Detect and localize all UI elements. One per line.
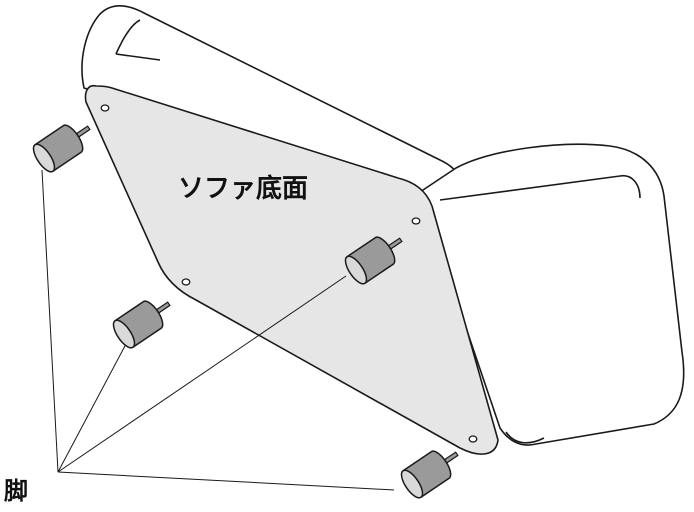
leg-icon bbox=[32, 124, 91, 173]
sofa-body bbox=[81, 4, 685, 446]
leg-icon bbox=[344, 236, 403, 285]
screw-hole-icon bbox=[100, 104, 110, 112]
leg-cap bbox=[32, 143, 56, 173]
leg-icon bbox=[400, 450, 459, 499]
leader-line bbox=[57, 471, 395, 491]
legs-label: 脚 bbox=[4, 477, 28, 505]
screw-holes bbox=[100, 104, 478, 443]
sofa-back-crease bbox=[115, 19, 161, 61]
leader-line bbox=[57, 343, 127, 473]
leader-line bbox=[57, 275, 347, 473]
leg-cap bbox=[400, 469, 424, 499]
leg-cap bbox=[344, 255, 368, 285]
screw-hole-icon bbox=[181, 278, 191, 286]
leader-lines bbox=[41, 169, 395, 491]
legs bbox=[32, 124, 459, 499]
sofa-bottom-panel bbox=[84, 84, 499, 455]
sofa-seat-crease bbox=[439, 174, 641, 201]
screw-hole-icon bbox=[411, 217, 421, 225]
sofa-bottom-label: ソファ底面 bbox=[178, 174, 309, 204]
screw-hole-icon bbox=[468, 435, 478, 443]
leg-icon bbox=[112, 300, 171, 349]
leader-line bbox=[41, 169, 59, 473]
sofa-front-lip bbox=[505, 431, 545, 444]
leg-cap bbox=[112, 319, 136, 349]
sofa-seat-cushion bbox=[419, 143, 685, 446]
